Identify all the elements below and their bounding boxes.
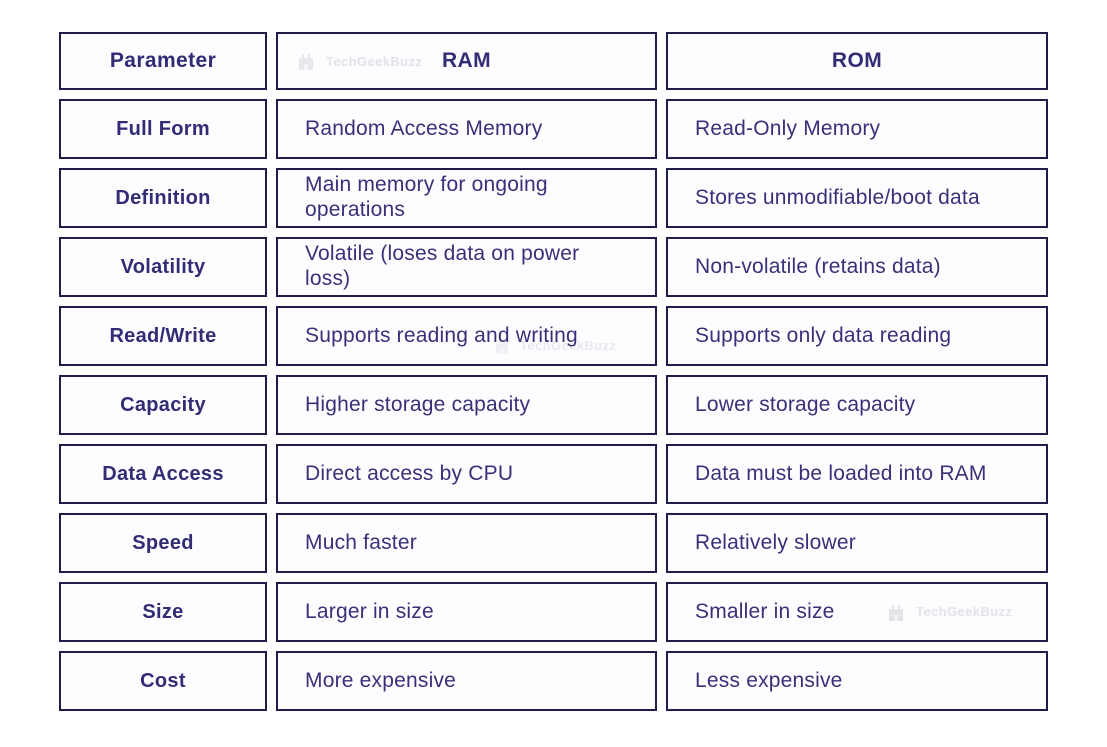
row-size-param-cell: Size [59,582,267,642]
header-cell-ram: TechGeekBuzz RAM [276,32,657,90]
row-size-rom-cell: TechGeekBuzz Smaller in size [666,582,1048,642]
row-full-form-ram-value: Random Access Memory [305,116,543,140]
watermark-label: TechGeekBuzz [916,604,1013,620]
row-volatility-param-cell: Volatility [59,237,267,297]
row-cost-rom-cell: Less expensive [666,651,1048,711]
row-definition-ram-value: Main memory for ongoing operations [305,173,548,221]
row-size-label: Size [142,600,184,623]
row-capacity-ram-value: Higher storage capacity [305,392,531,416]
header-label-ram: RAM [441,49,492,72]
row-capacity-rom-value: Lower storage capacity [695,392,916,416]
techgeekbuzz-watermark: TechGeekBuzz [294,49,422,73]
techgeekbuzz-logo-icon [884,600,908,624]
row-volatility-rom-cell: Non-volatile (retains data) [666,237,1048,297]
techgeekbuzz-watermark: TechGeekBuzz [884,600,1012,624]
comparison-table: Parameter TechGeekBuzz RAM ROM Full Form… [59,32,1048,711]
row-capacity-ram-cell: Higher storage capacity [276,375,657,435]
row-cost-rom-value: Less expensive [695,668,843,692]
row-speed-ram-value: Much faster [305,530,417,554]
techgeekbuzz-logo-icon [294,49,318,73]
row-data-access-rom-cell: Data must be loaded into RAM [666,444,1048,504]
row-cost-label: Cost [140,669,186,692]
row-full-form-rom-cell: Read-Only Memory [666,99,1048,159]
row-full-form-ram-cell: Random Access Memory [276,99,657,159]
row-definition-ram-cell: Main memory for ongoing operations [276,168,657,228]
row-cost-ram-cell: More expensive [276,651,657,711]
row-volatility-ram-value: Volatile (loses data on power loss) [305,242,580,290]
row-speed-rom-cell: Relatively slower [666,513,1048,573]
header-cell-parameter: Parameter [59,32,267,90]
watermark-label: TechGeekBuzz [326,53,423,69]
row-speed-ram-cell: Much faster [276,513,657,573]
row-volatility-rom-value: Non-volatile (retains data) [695,254,941,278]
row-read-write-param-cell: Read/Write [59,306,267,366]
row-cost-ram-value: More expensive [305,668,457,692]
row-data-access-label: Data Access [102,462,224,485]
row-read-write-rom-cell: Supports only data reading [666,306,1048,366]
row-speed-label: Speed [132,531,194,554]
row-definition-label: Definition [115,186,211,209]
header-label-parameter: Parameter [109,49,217,72]
header-label-rom: ROM [831,49,883,72]
row-size-rom-value: Smaller in size [695,599,835,623]
row-full-form-label: Full Form [116,117,210,140]
row-speed-rom-value: Relatively slower [695,530,856,554]
header-cell-rom: ROM [666,32,1048,90]
row-volatility-ram-cell: Volatile (loses data on power loss) [276,237,657,297]
row-capacity-param-cell: Capacity [59,375,267,435]
row-definition-rom-cell: Stores unmodifiable/boot data [666,168,1048,228]
row-definition-param-cell: Definition [59,168,267,228]
row-data-access-rom-value: Data must be loaded into RAM [695,461,987,485]
row-data-access-param-cell: Data Access [59,444,267,504]
row-capacity-rom-cell: Lower storage capacity [666,375,1048,435]
row-definition-rom-value: Stores unmodifiable/boot data [695,185,980,209]
row-volatility-label: Volatility [120,255,206,278]
row-speed-param-cell: Speed [59,513,267,573]
row-cost-param-cell: Cost [59,651,267,711]
row-read-write-ram-cell: TechGeekBuzz Supports reading and writin… [276,306,657,366]
row-data-access-ram-cell: Direct access by CPU [276,444,657,504]
row-size-ram-value: Larger in size [305,599,434,623]
row-read-write-ram-value: Supports reading and writing [305,323,578,347]
row-full-form-param-cell: Full Form [59,99,267,159]
row-size-ram-cell: Larger in size [276,582,657,642]
row-read-write-label: Read/Write [109,324,217,347]
row-data-access-ram-value: Direct access by CPU [305,461,514,485]
row-capacity-label: Capacity [120,393,206,416]
row-read-write-rom-value: Supports only data reading [695,323,952,347]
row-full-form-rom-value: Read-Only Memory [695,116,881,140]
